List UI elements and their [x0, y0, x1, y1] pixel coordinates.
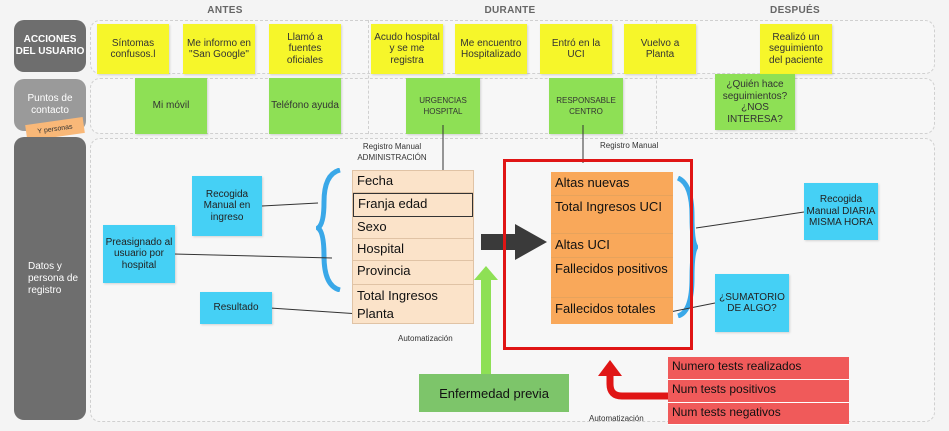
action-sticky: Acudo hospital y se me registra: [371, 24, 443, 74]
result-fields-box: Altas nuevas Total Ingresos UCI Altas UC…: [551, 172, 673, 324]
results-frame: [503, 159, 693, 350]
admin-field: Sexo: [353, 217, 473, 239]
admin-field-highlighted: Franja edad: [353, 193, 473, 217]
test-row: Numero tests realizados: [668, 357, 849, 380]
result-field: Total Ingresos UCI: [551, 196, 673, 234]
touchpoint-sticky: URGENCIAS HOSPITAL: [406, 78, 480, 134]
test-row: Num tests positivos: [668, 380, 849, 403]
phase-despues: DESPUÉS: [770, 5, 820, 16]
note-preasignado: Preasignado al usuario por hospital: [103, 225, 175, 283]
note-recogida-diaria: Recogida Manual DIARIA MISMA HORA: [804, 183, 878, 240]
automatizacion-label: Automatización: [398, 334, 453, 343]
registro-manual-admin-label: Registro Manual ADMINISTRACIÓN: [357, 142, 427, 162]
row-header-acciones-label: ACCIONES DEL USUARIO: [15, 34, 85, 57]
arrow-right-icon: [481, 224, 547, 260]
phase-durante: DURANTE: [484, 5, 536, 16]
action-sticky: Me encuentro Hospitalizado: [455, 24, 527, 74]
action-sticky: Realizó un seguimiento del paciente: [760, 24, 832, 74]
admin-field: Hospital: [353, 239, 473, 261]
note-recogida-ingreso: Recogida Manual en ingreso: [192, 176, 262, 236]
admin-field: Total Ingresos Planta: [357, 288, 438, 321]
registro-manual-label: Registro Manual: [600, 141, 659, 150]
automatizacion-label: Automatización: [589, 414, 644, 423]
action-sticky: Llamó a fuentes oficiales: [269, 24, 341, 74]
enfermedad-previa-box: Enfermedad previa: [419, 374, 569, 412]
admin-field: Fecha: [353, 171, 473, 193]
row-header-puntos-label: Puntos de contacto: [27, 93, 73, 116]
result-field: Fallecidos positivos: [551, 258, 673, 298]
tests-box: Numero tests realizados Num tests positi…: [668, 357, 849, 425]
test-row: Num tests negativos: [668, 403, 849, 425]
result-field: Altas nuevas: [551, 172, 673, 196]
phase-antes: ANTES: [207, 5, 243, 16]
note-sumatorio: ¿SUMATORIO DE ALGO?: [715, 274, 789, 332]
note-resultado: Resultado: [200, 292, 272, 324]
row-header-datos: Datos y persona de registro: [14, 137, 86, 420]
admin-field: Provincia: [353, 261, 473, 285]
action-sticky: Entró en la UCI: [540, 24, 612, 74]
action-sticky: Vuelvo a Planta: [624, 24, 696, 74]
lane-divider: [368, 20, 369, 134]
row-header-datos-label: Datos y persona de registro: [28, 260, 79, 296]
admin-fields-box: Fecha Franja edad Sexo Hospital Provinci…: [352, 170, 474, 324]
touchpoint-sticky: Mi móvil: [135, 78, 207, 134]
touchpoint-sticky: Teléfono ayuda: [269, 78, 341, 134]
touchpoint-sticky: ¿Quién hace seguimientos? ¿NOS INTERESA?: [715, 74, 795, 130]
result-field: Altas UCI: [551, 234, 673, 258]
curved-arrow-icon: [598, 360, 670, 400]
row-header-acciones: ACCIONES DEL USUARIO: [14, 20, 86, 72]
lane-divider: [656, 20, 657, 134]
action-sticky: Síntomas confusos.l: [97, 24, 169, 74]
touchpoint-sticky: RESPONSABLE CENTRO: [549, 78, 623, 134]
arrow-up-icon: [474, 266, 498, 376]
action-sticky: Me informo en "San Google": [183, 24, 255, 74]
left-brace: [316, 168, 341, 292]
result-field: Fallecidos totales: [555, 301, 656, 316]
